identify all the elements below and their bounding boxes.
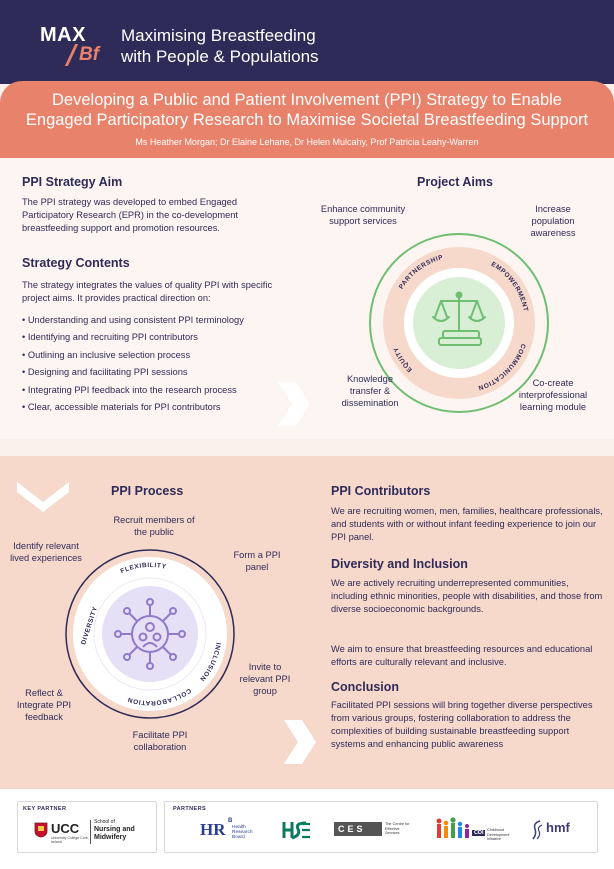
header: MAX Bf Maximising Breastfeeding with Peo… bbox=[0, 0, 614, 84]
cdi-figures-icon bbox=[436, 817, 469, 838]
school-name-line-2: Midwifery bbox=[94, 834, 127, 841]
cdi-subtitle: Childhood Development Initiative bbox=[487, 828, 510, 841]
hrb-line-1: Health bbox=[232, 825, 246, 830]
ppi-process-heading: PPI Process bbox=[111, 484, 184, 498]
divider bbox=[90, 820, 91, 844]
strategy-contents-intro: The strategy integrates the values of qu… bbox=[22, 280, 273, 303]
authors: Ms Heather Morgan; Dr Elaine Lehane, Dr … bbox=[135, 137, 479, 147]
project-aims-diagram: PARTNERSHIP EMPOWERMENT COMMUNICATION EQ… bbox=[369, 233, 549, 413]
partners-box: PARTNERS HR B Health Research Board CES … bbox=[164, 801, 598, 853]
brand-name: Maximising Breastfeeding with People & P… bbox=[121, 25, 381, 67]
list-item: Outlining an inclusive selection process bbox=[22, 350, 312, 360]
strategy-aim-heading: PPI Strategy Aim bbox=[22, 175, 123, 189]
logo-slash bbox=[64, 44, 79, 66]
ucc-crest-icon bbox=[34, 822, 48, 838]
title-line-1: Developing a Public and Patient Involvem… bbox=[52, 91, 562, 109]
chevron-right-icon bbox=[278, 382, 310, 426]
conclusion-heading: Conclusion bbox=[331, 680, 400, 694]
step-form-panel: Form a PPI panel bbox=[233, 550, 281, 572]
outer-ring bbox=[65, 549, 235, 719]
contributors-text: We are recruiting women, men, families, … bbox=[331, 506, 603, 542]
step-identify: Identify relevant lived experiences bbox=[10, 541, 82, 563]
diversity-heading: Diversity and Inclusion bbox=[331, 557, 468, 571]
logo-max: MAX bbox=[40, 24, 86, 46]
project-aims-heading: Project Aims bbox=[417, 175, 493, 189]
school-of-label: School of bbox=[94, 819, 115, 825]
ppi-process-diagram: FLEXIBILITY INCLUSION COLLABORATION DIVE… bbox=[65, 549, 235, 719]
ces-logo: CES bbox=[334, 822, 382, 836]
contributors-heading: PPI Contributors bbox=[331, 484, 431, 498]
step-reflect: Reflect & Integrate PPI feedback bbox=[16, 688, 72, 722]
maxbf-logo: MAX Bf bbox=[40, 24, 110, 68]
outer-ring bbox=[369, 233, 549, 413]
strategy-aim-text: The PPI strategy was developed to embed … bbox=[22, 197, 238, 233]
diversity-text-2: We aim to ensure that breastfeeding reso… bbox=[331, 644, 593, 667]
list-item: Identifying and recruiting PPI contribut… bbox=[22, 332, 312, 342]
diversity-text-1: We are actively recruiting underrepresen… bbox=[331, 578, 603, 614]
brand-line-1: Maximising Breastfeeding bbox=[121, 26, 316, 45]
hrb-logo: HR B Health Research Board bbox=[200, 818, 253, 846]
hrb-line-3: Board bbox=[232, 835, 245, 840]
strategy-contents-heading: Strategy Contents bbox=[22, 256, 130, 270]
conclusion-text: Facilitated PPI sessions will bring toge… bbox=[331, 700, 593, 749]
aim-learning-module: Co-create interprofessional learning mod… bbox=[518, 378, 588, 412]
partners-label: PARTNERS bbox=[173, 806, 207, 812]
people-network-icon bbox=[114, 598, 186, 670]
hrb-mark: HR bbox=[200, 820, 226, 839]
ces-subtitle: The Centre for Effective Services bbox=[385, 822, 410, 835]
list-item: Designing and facilitating PPI sessions bbox=[22, 367, 312, 377]
hmf-wordmark: hmf bbox=[546, 820, 570, 835]
aim-awareness: Increase population awareness bbox=[530, 204, 576, 238]
school-name-line-1: Nursing and bbox=[94, 826, 135, 833]
brand-line-2: with People & Populations bbox=[121, 47, 319, 66]
hmf-symbol-icon bbox=[532, 820, 543, 840]
list-item: Clear, accessible materials for PPI cont… bbox=[22, 402, 312, 412]
title-banner bbox=[0, 81, 614, 158]
step-invite: Invite to relevant PPI group bbox=[239, 662, 291, 696]
list-item: Integrating PPI feedback into the resear… bbox=[22, 385, 312, 395]
hrb-text: Health Research Board bbox=[232, 825, 253, 840]
hrb-line-2: Research bbox=[232, 830, 253, 835]
hse-logo bbox=[282, 821, 310, 840]
key-partner-label: KEY PARTNER bbox=[23, 806, 67, 812]
key-partner-box: KEY PARTNER UCC University College Cork,… bbox=[17, 801, 157, 853]
school-name: Nursing and Midwifery bbox=[94, 826, 135, 842]
chevron-right-icon bbox=[284, 720, 316, 764]
poster-title: Developing a Public and Patient Involvem… bbox=[0, 90, 614, 130]
aim-community: Enhance community support services bbox=[320, 204, 406, 226]
scales-books-icon bbox=[432, 291, 486, 346]
list-item: Understanding and using consistent PPI t… bbox=[22, 315, 312, 325]
center-fill bbox=[102, 586, 198, 682]
step-facilitate: Facilitate PPI collaboration bbox=[132, 730, 188, 752]
ucc-subtitle: University College Cork, Ireland bbox=[51, 836, 89, 844]
aim-knowledge: Knowledge transfer & dissemination bbox=[341, 374, 399, 408]
chevron-down-icon bbox=[17, 482, 69, 512]
title-line-2: Engaged Participatory Research to Maximi… bbox=[25, 111, 589, 129]
hrb-b: B bbox=[228, 818, 233, 824]
step-recruit: Recruit members of the public bbox=[113, 515, 195, 537]
cdi-mark: CDI bbox=[472, 830, 486, 836]
strategy-contents-list: Understanding and using consistent PPI t… bbox=[22, 315, 312, 419]
ucc-wordmark: UCC bbox=[51, 821, 80, 836]
logo-bf: Bf bbox=[79, 44, 100, 65]
